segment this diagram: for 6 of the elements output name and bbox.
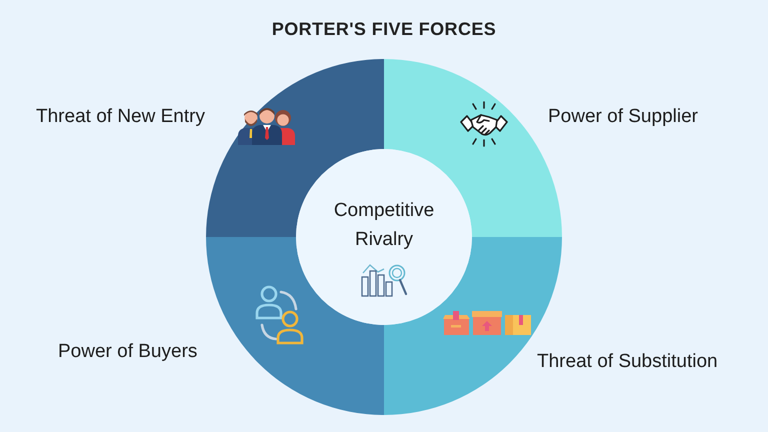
title: PORTER'S FIVE FORCES [272, 19, 496, 39]
segment-label: Power of Buyers [58, 341, 198, 363]
node-label: Competitive Rivalry [332, 199, 436, 252]
segment-label: Threat of Substitution [537, 351, 718, 373]
segment-label: Power of Supplier [548, 106, 698, 128]
segment-label: Threat of New Entry [36, 106, 205, 128]
